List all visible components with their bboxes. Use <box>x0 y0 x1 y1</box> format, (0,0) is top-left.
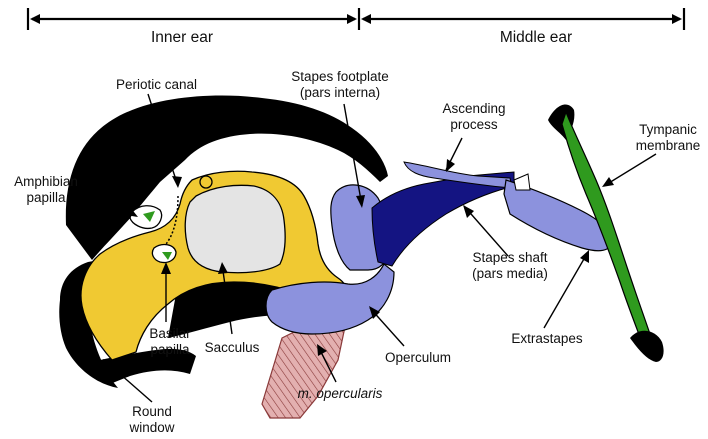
label-stapes-footplate-sub: (pars interna) <box>300 85 380 100</box>
muscle-opercularis <box>262 320 346 418</box>
label-stapes-shaft: Stapes shaft <box>472 250 547 265</box>
label-tympanic: Tympanic <box>639 122 697 137</box>
label-sacculus: Sacculus <box>205 340 260 355</box>
label-operculum: Operculum <box>385 350 451 365</box>
basilar-papilla <box>152 245 176 263</box>
label-papilla: papilla <box>26 190 66 205</box>
label-window: window <box>128 420 174 435</box>
inner-ear-label: Inner ear <box>151 29 213 46</box>
extrastapes-notch <box>514 174 530 190</box>
label-extrastapes: Extrastapes <box>511 331 583 346</box>
label-round: Round <box>132 404 172 419</box>
periotic-canal-knob <box>200 176 212 188</box>
label-amphibian: Amphibian <box>14 174 78 189</box>
label-basilar: Basilar <box>149 326 191 341</box>
label-stapes-footplate: Stapes footplate <box>291 69 389 84</box>
sacculus-body <box>185 185 285 272</box>
label-ascending: Ascending <box>442 101 505 116</box>
region-brackets <box>28 8 684 30</box>
label-basilar-papilla: papilla <box>150 342 190 357</box>
label-membrane: membrane <box>636 138 701 153</box>
label-process: process <box>450 117 498 132</box>
middle-ear-label: Middle ear <box>500 29 572 46</box>
label-m-opercularis: m. opercularis <box>298 386 383 401</box>
amphibian-papilla <box>130 206 162 229</box>
label-pars-media: (pars media) <box>472 266 548 281</box>
label-periotic-canal: Periotic canal <box>116 77 197 92</box>
tympanic-membrane-lower-cartilage <box>630 331 664 362</box>
